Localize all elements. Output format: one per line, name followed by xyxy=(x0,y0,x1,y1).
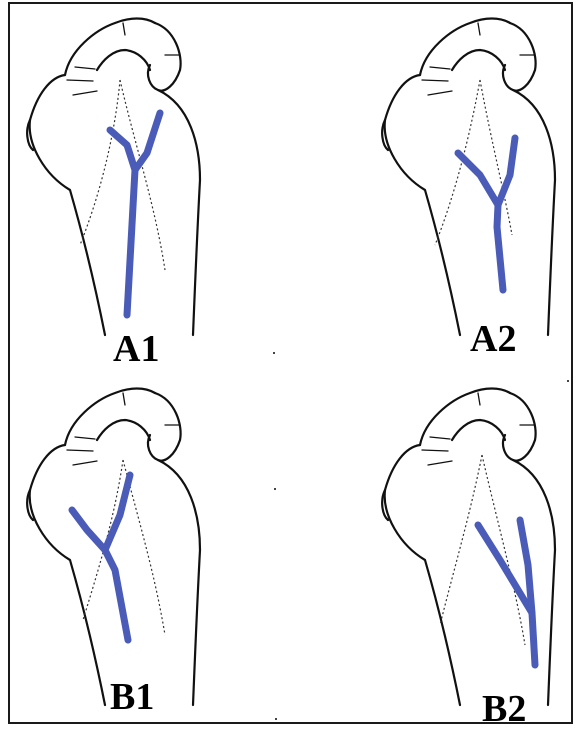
panel-a2-drawing xyxy=(370,5,570,335)
hand-outline-b1 xyxy=(27,389,200,706)
palm-creases-b1 xyxy=(67,393,180,465)
panel-b2-drawing xyxy=(370,375,570,705)
vein-trunk xyxy=(532,613,535,665)
hand-outline-b2 xyxy=(382,389,555,706)
scan-speck xyxy=(275,718,277,720)
palm-creases-a1 xyxy=(67,23,180,95)
scan-speck xyxy=(567,380,569,382)
vein-branch-right xyxy=(105,475,130,550)
panel-label-b1: B1 xyxy=(110,678,154,716)
vein-branch-right xyxy=(135,113,160,170)
panel-b1-drawing xyxy=(15,375,215,705)
panel-a1-drawing xyxy=(15,5,215,335)
vein-trunk xyxy=(497,205,503,290)
vein-a2 xyxy=(458,138,515,290)
vein-branch-left xyxy=(458,153,498,205)
vein-branch-left xyxy=(110,130,135,170)
vein-trunk xyxy=(127,170,135,315)
panel-label-a1: A1 xyxy=(113,330,159,368)
vein-trunk xyxy=(105,550,128,640)
hand-outline-a2 xyxy=(382,19,555,336)
vein-branch-left xyxy=(72,510,105,550)
tendon-lines-a1 xyxy=(80,80,165,270)
panel-label-a2: A2 xyxy=(470,320,516,358)
vein-b1 xyxy=(72,475,130,640)
tendon-lines-b2 xyxy=(440,455,525,645)
palm-creases-a2 xyxy=(422,23,535,95)
hand-outline-a1 xyxy=(27,19,200,336)
vein-a1 xyxy=(110,113,160,315)
vein-branch-right xyxy=(498,138,515,205)
panel-label-b2: B2 xyxy=(482,690,526,728)
scan-speck xyxy=(274,488,276,490)
palm-creases-b2 xyxy=(422,393,535,465)
scan-speck xyxy=(273,352,275,354)
vein-b2 xyxy=(478,520,535,665)
